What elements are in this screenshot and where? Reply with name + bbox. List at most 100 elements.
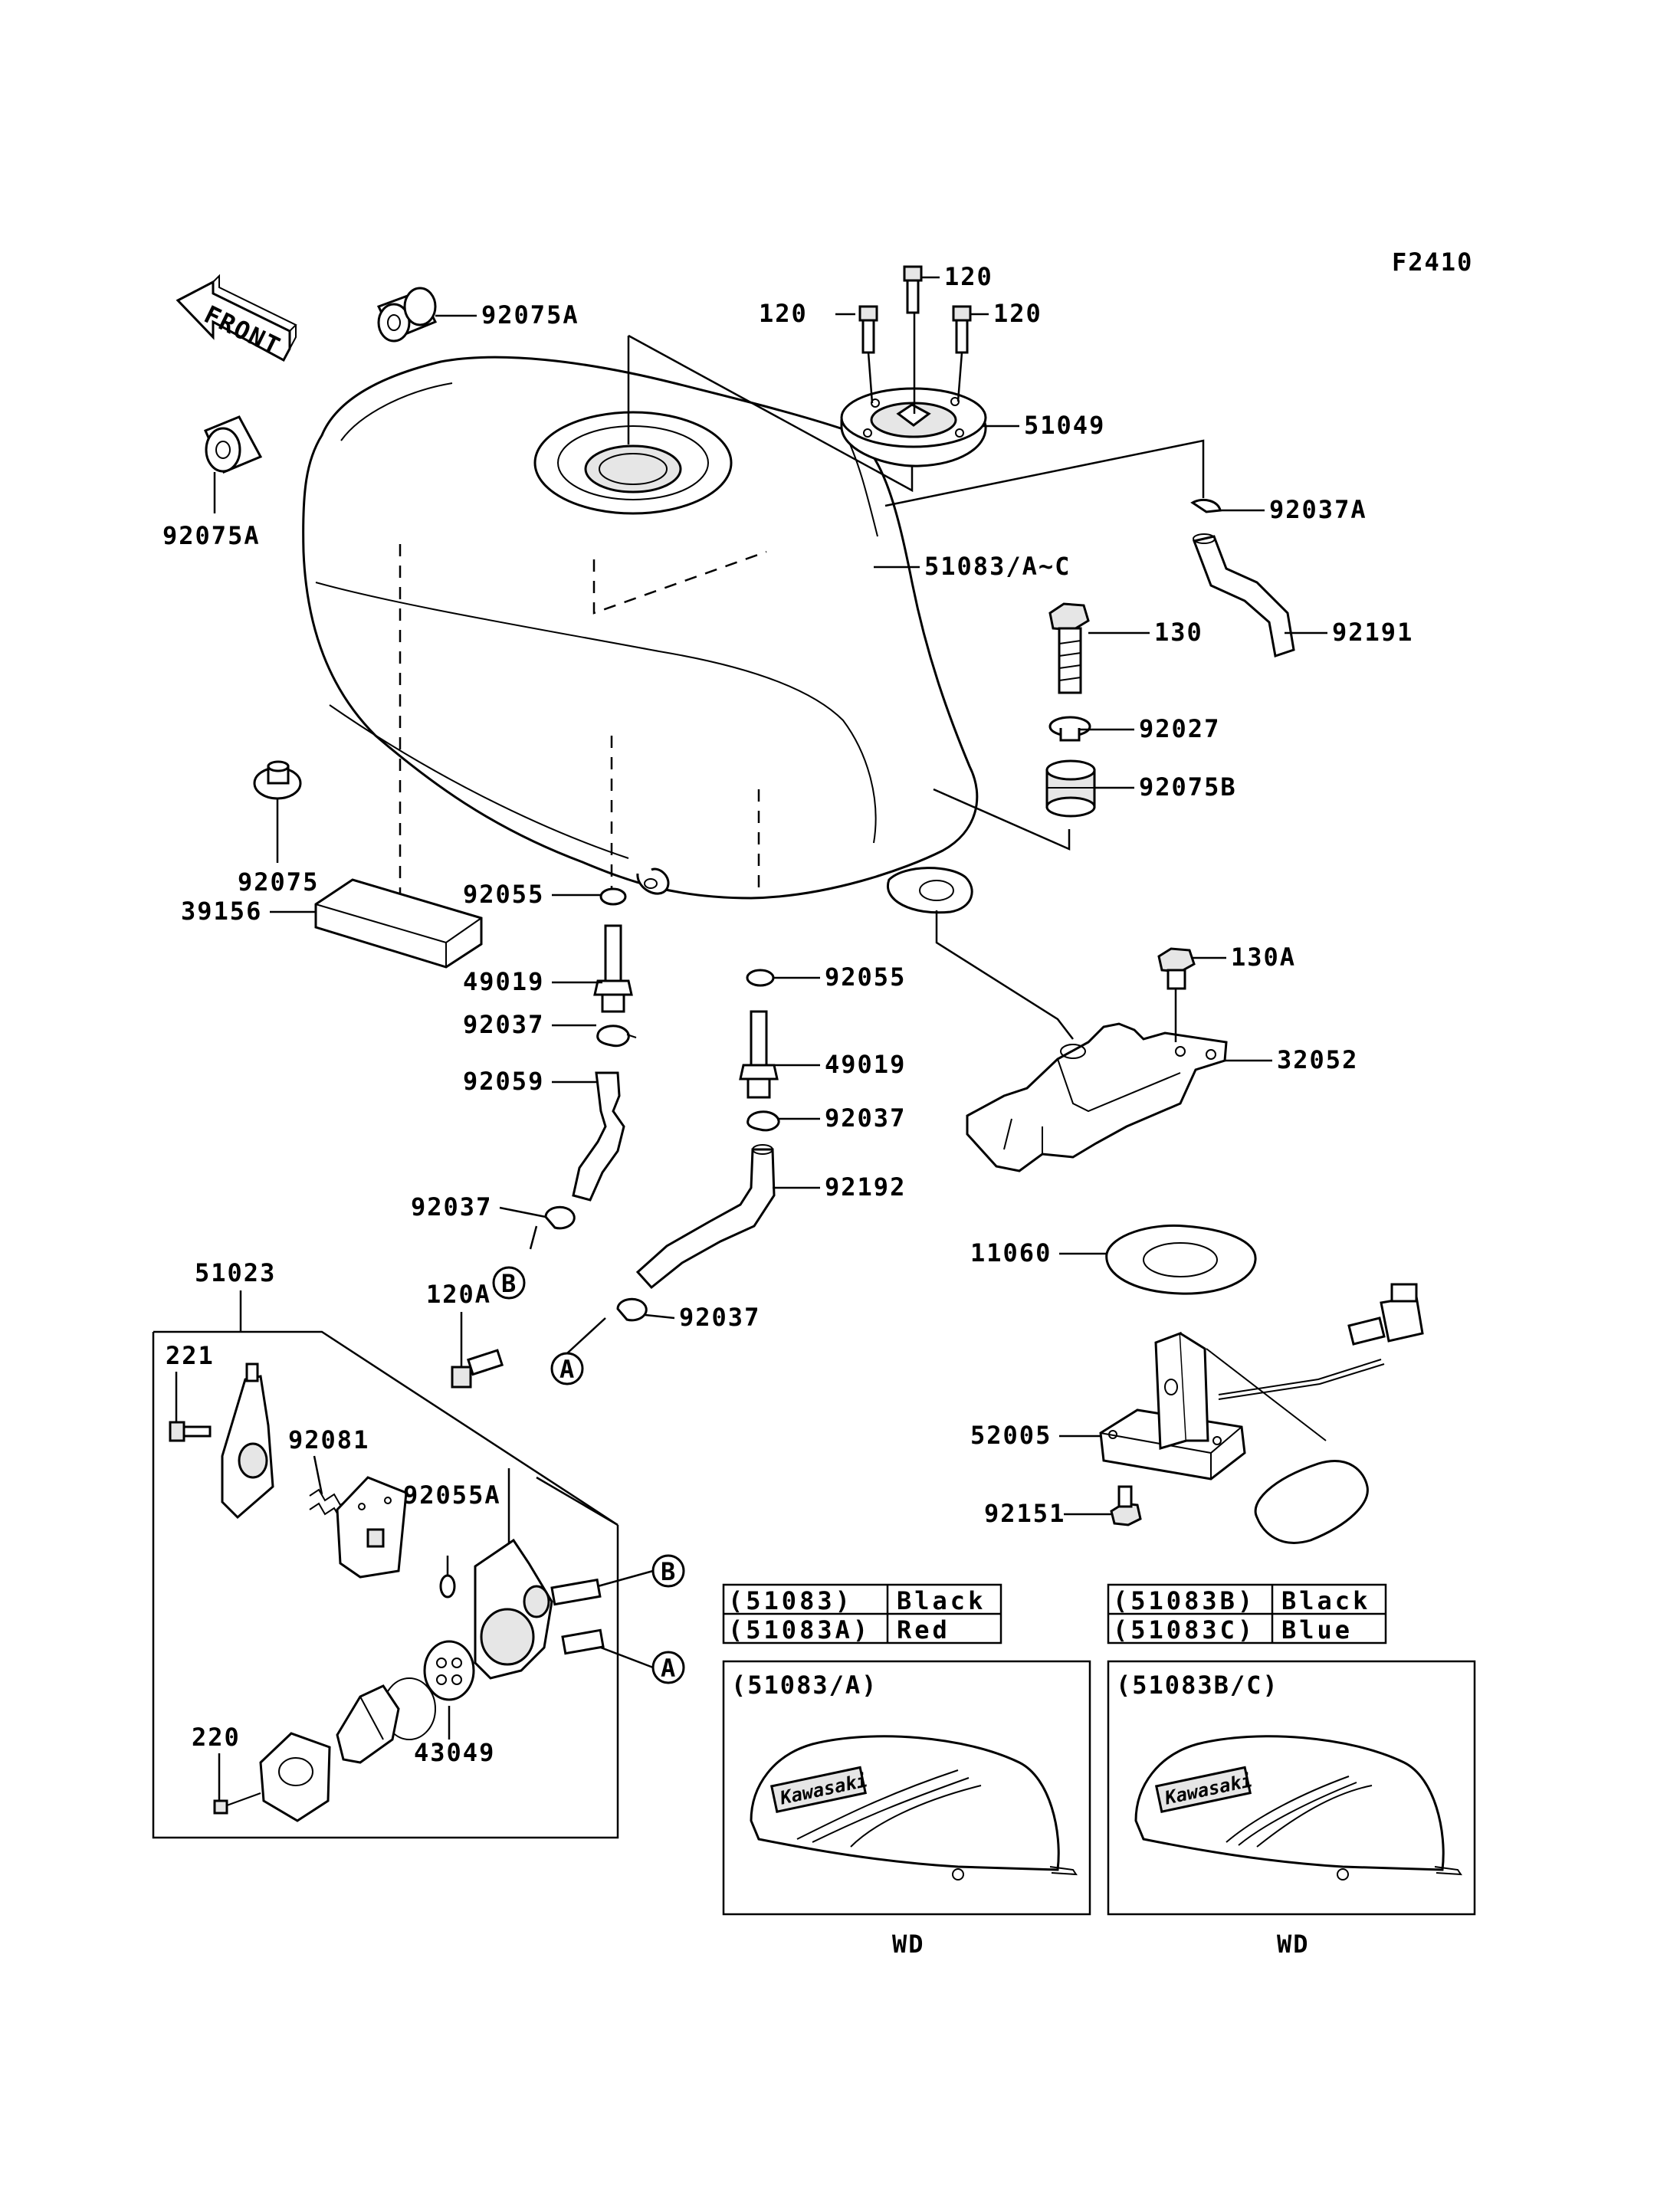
- rubber-92075A-top: [376, 287, 438, 343]
- color-table-left-color-1: Black: [897, 1586, 986, 1615]
- label-92075A-top: 92075A: [481, 300, 579, 330]
- color-table-left-color-2: Red: [897, 1615, 950, 1644]
- bolt-120-top: [903, 265, 923, 314]
- color-table-left-part-1: (51083): [728, 1586, 853, 1615]
- screw-221: [169, 1421, 212, 1442]
- label-92055-left: 92055: [463, 880, 544, 909]
- label-32052: 32052: [1277, 1045, 1358, 1074]
- leader-lines: [175, 276, 1327, 1801]
- variant-right: (51083B/C) Kawasaki WD: [1107, 1660, 1476, 1959]
- label-92191: 92191: [1332, 618, 1413, 647]
- bolt-120-right: [952, 305, 972, 354]
- svg-text:A: A: [661, 1654, 677, 1683]
- label-51049: 51049: [1024, 411, 1105, 440]
- hose-92192: [635, 1144, 776, 1290]
- label-92037-right-top: 92037: [825, 1103, 906, 1133]
- label-220: 220: [192, 1723, 241, 1752]
- label-92075B: 92075B: [1139, 772, 1237, 802]
- color-table-right-part-1: (51083B): [1113, 1586, 1255, 1615]
- bolt-120-left: [858, 305, 878, 354]
- label-92151: 92151: [984, 1499, 1065, 1528]
- label-221: 221: [166, 1341, 215, 1370]
- label-51083: 51083/A~C: [924, 552, 1071, 581]
- cover-plate: [259, 1732, 331, 1822]
- grommet-92075: [253, 760, 302, 800]
- label-92037-right-bottom: 92037: [679, 1303, 760, 1332]
- gasket-43049: [382, 1640, 475, 1740]
- screw-92151: [1110, 1485, 1142, 1526]
- clip-92037A: [1190, 498, 1222, 513]
- variant-left: (51083/A) Kawasaki WD: [722, 1660, 1091, 1959]
- variant-right-title: (51083B/C): [1116, 1671, 1279, 1700]
- washer-92027: [1048, 716, 1091, 742]
- oring-92055-right: [746, 969, 775, 987]
- variant-left-code: WD: [892, 1930, 925, 1959]
- label-43049: 43049: [414, 1738, 495, 1767]
- diaphragm-plate: [336, 1476, 408, 1579]
- color-table-right: (51083B) Black (51083C) Blue: [1107, 1583, 1387, 1644]
- label-120A: 120A: [426, 1280, 491, 1309]
- label-92192: 92192: [825, 1172, 906, 1202]
- oring-92055A: [439, 1574, 456, 1599]
- rubber-92075A-left: [204, 415, 263, 474]
- label-92055-right: 92055: [825, 962, 906, 992]
- callout-B-cock: B: [651, 1554, 685, 1588]
- color-table-right-color-1: Black: [1281, 1586, 1370, 1615]
- rubber-92075B: [1045, 759, 1096, 818]
- fuel-gauge-52005: [1099, 1283, 1424, 1544]
- pipe-49019-left: [593, 924, 633, 1013]
- screw-120A: [451, 1349, 504, 1389]
- label-92037-left-bottom: 92037: [411, 1192, 492, 1221]
- front-arrow-icon: FRONT: [176, 274, 297, 362]
- label-92075A-left: 92075A: [162, 521, 261, 550]
- label-120-right: 120: [993, 299, 1042, 328]
- clip-92037-left-top: [596, 1025, 637, 1048]
- callout-A-hose: A: [550, 1352, 584, 1385]
- part-labels: 120 120 120 51049 92075A 92075A 92037A 5…: [162, 262, 1413, 1767]
- label-130A: 130A: [1231, 943, 1296, 972]
- oring-92055-left: [599, 887, 627, 906]
- gasket-11060: [1105, 1224, 1257, 1295]
- hose-92059: [572, 1071, 625, 1202]
- clip-92037-left-bottom: [544, 1205, 576, 1230]
- label-120-top: 120: [944, 262, 993, 291]
- label-92055A: 92055A: [403, 1481, 501, 1510]
- screw-220: [213, 1792, 261, 1815]
- clip-92037-right-bottom: [616, 1297, 648, 1322]
- label-92081: 92081: [288, 1425, 369, 1454]
- hose-92191: [1192, 533, 1295, 657]
- label-49019-left: 49019: [463, 967, 544, 996]
- bracket-32052: [966, 1022, 1228, 1172]
- label-49019-right: 49019: [825, 1050, 906, 1079]
- callout-B-hose: B: [492, 1266, 526, 1300]
- label-39156: 39156: [181, 897, 262, 926]
- label-92075: 92075: [238, 867, 319, 897]
- label-51023: 51023: [195, 1258, 276, 1287]
- pad-39156: [314, 878, 483, 969]
- pipe-49019-right: [739, 1010, 779, 1099]
- label-92037A: 92037A: [1269, 495, 1367, 524]
- clip-92037-right-top: [746, 1110, 780, 1132]
- label-92059: 92059: [463, 1067, 544, 1096]
- color-table-left-part-2: (51083A): [728, 1615, 871, 1644]
- label-92037-left-top: 92037: [463, 1010, 544, 1039]
- cock-body-plate: [221, 1362, 274, 1520]
- label-130: 130: [1154, 618, 1203, 647]
- label-120-left: 120: [759, 299, 808, 328]
- lever-knob: [336, 1684, 400, 1764]
- bolt-130A: [1157, 947, 1196, 990]
- fuel-tank: [302, 356, 979, 916]
- variant-left-title: (51083/A): [731, 1671, 878, 1700]
- fuel-cock-body: [474, 1538, 605, 1680]
- color-table-right-part-2: (51083C): [1113, 1615, 1255, 1644]
- color-table-left: (51083) Black (51083A) Red: [722, 1583, 1002, 1644]
- bolt-130: [1048, 602, 1090, 694]
- color-table-right-color-2: Blue: [1281, 1615, 1353, 1644]
- label-92027: 92027: [1139, 714, 1220, 743]
- callout-A-cock: A: [651, 1651, 685, 1684]
- variant-right-code: WD: [1277, 1930, 1310, 1959]
- svg-text:A: A: [559, 1355, 576, 1384]
- svg-text:B: B: [661, 1557, 677, 1586]
- diagram-code: F2410: [1392, 248, 1473, 277]
